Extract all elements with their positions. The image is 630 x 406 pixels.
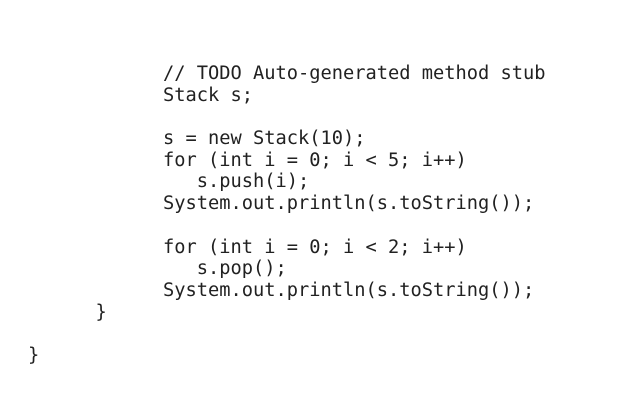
- code-line: System.out.println(s.toString());: [28, 279, 535, 301]
- code-line: System.out.println(s.toString());: [28, 193, 535, 215]
- code-line: s.push(i);: [28, 171, 310, 193]
- code-line: for (int i = 0; i < 2; i++): [28, 236, 467, 258]
- code-line: s = new Stack(10);: [28, 128, 366, 150]
- code-line: }: [28, 301, 107, 323]
- code-line-blank: [28, 323, 546, 345]
- code-line: // TODO Auto-generated method stub: [28, 63, 546, 84]
- code-block: // TODO Auto-generated method stub Stack…: [28, 63, 546, 367]
- code-line: Stack s;: [28, 84, 254, 106]
- code-line: s.pop();: [28, 258, 287, 280]
- code-line: }: [28, 344, 40, 366]
- code-line-blank: [28, 106, 546, 128]
- code-line-blank: [28, 215, 546, 237]
- code-line: for (int i = 0; i < 5; i++): [28, 149, 467, 171]
